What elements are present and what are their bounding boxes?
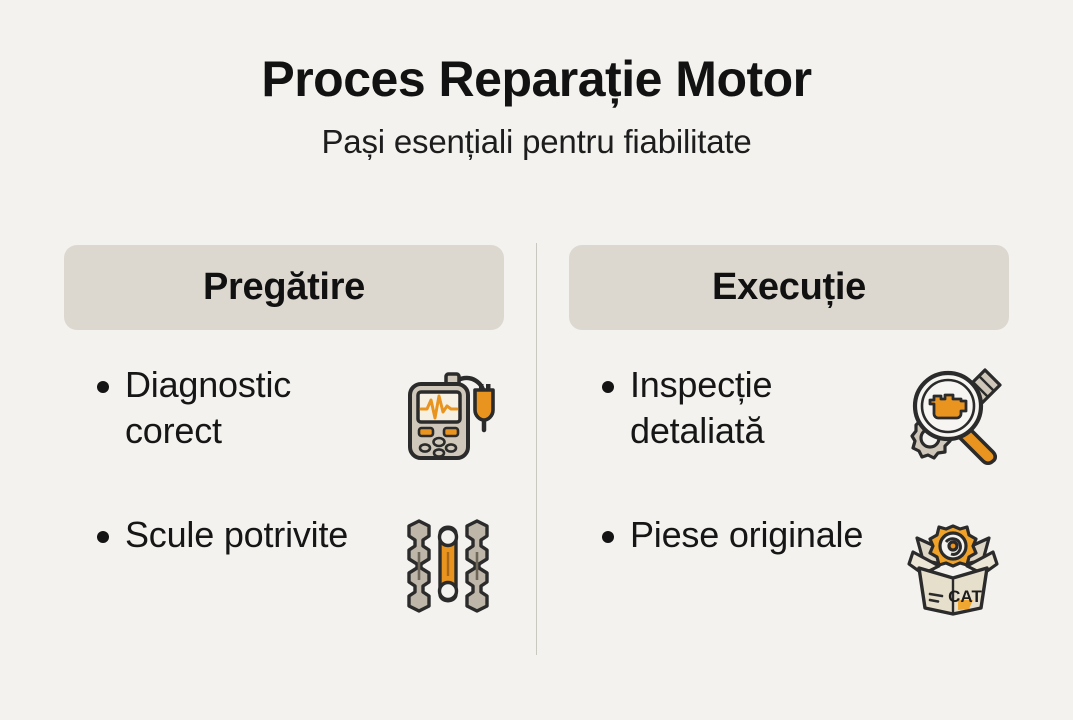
- list-item: Piese originale: [569, 504, 1009, 654]
- column-header-pregatire: Pregătire: [64, 245, 504, 330]
- list-item-text-group: Inspecție detaliată: [569, 354, 897, 454]
- list-item-label: Diagnostic corect: [125, 364, 292, 452]
- diagnostic-scanner-icon: [392, 358, 504, 470]
- column-items-executie: Inspecție detaliată: [569, 354, 1009, 654]
- list-item: Inspecție detaliată: [569, 354, 1009, 504]
- column-header-label: Execuție: [712, 266, 866, 308]
- column-header-label: Pregătire: [202, 266, 366, 308]
- parts-box-icon: CAT: [897, 508, 1009, 620]
- page-title: Proces Reparație Motor: [261, 51, 812, 107]
- column-divider: [536, 243, 537, 655]
- list-item-text-group: Scule potrivite: [64, 504, 392, 558]
- list-item-label: Inspecție detaliată: [630, 364, 773, 452]
- bullet-point-icon: [97, 531, 109, 543]
- list-item-label: Piese originale: [630, 514, 864, 555]
- column-header-executie: Execuție: [569, 245, 1009, 330]
- list-item-text-group: Diagnostic corect: [64, 354, 392, 454]
- list-item-text-group: Piese originale: [569, 504, 897, 558]
- page-subtitle: Pași esențiali pentru fiabilitate: [321, 123, 752, 160]
- title-block: Proces Reparație Motor Pași esențiali pe…: [0, 52, 1073, 160]
- list-item: Scule potrivite: [64, 504, 504, 654]
- list-item: Diagnostic corect: [64, 354, 504, 504]
- list-item-label: Scule potrivite: [125, 514, 349, 555]
- column-pregatire: Pregătire Diagnostic corect: [64, 245, 504, 654]
- column-items-pregatire: Diagnostic corect: [64, 354, 504, 654]
- bullet-point-icon: [97, 381, 109, 393]
- bullet-point-icon: [602, 531, 614, 543]
- bullet-point-icon: [602, 381, 614, 393]
- column-executie: Execuție Inspecție detaliată: [569, 245, 1009, 654]
- parts-box-brand-label: CAT: [948, 587, 982, 606]
- wrenches-icon: [392, 508, 504, 620]
- magnifier-engine-icon: [897, 358, 1009, 470]
